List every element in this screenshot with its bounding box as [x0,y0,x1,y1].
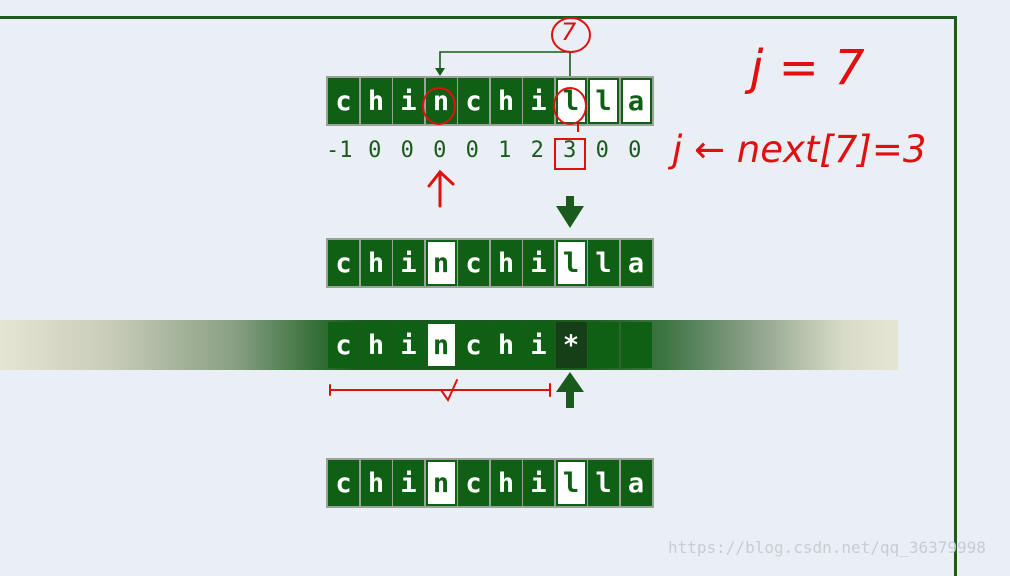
pattern-cell: h [490,78,522,124]
pattern-cell: i [523,78,554,124]
pattern-row-shifted: c h i n c h i l l a [326,238,654,288]
circled-number-seven: 7 [561,18,577,46]
text-cell: h [360,322,392,368]
pattern-cell: h [360,460,392,506]
pattern-cell-highlighted: l [588,78,619,124]
pattern-cell-highlighted: n [425,460,457,506]
pattern-cell: i [523,240,554,286]
text-cell: c [458,322,489,368]
down-arrow [556,196,584,228]
pattern-cell-highlighted: l [555,78,587,124]
handwritten-j-equals: j = 7 [750,40,865,96]
pattern-cell: h [360,240,392,286]
text-row: c h i n c h i * [326,320,654,370]
red-circle-seven [551,17,591,53]
text-cell: i [393,322,424,368]
next-value: 0 [368,138,382,163]
pattern-cell-highlighted: n [425,240,457,286]
pattern-cell: c [328,460,359,506]
next-value: -1 [326,138,353,163]
red-circle-n [422,87,456,125]
up-arrow [556,372,584,408]
pattern-cell: i [393,460,424,506]
pattern-cell: h [490,240,522,286]
red-box-three [554,138,586,170]
next-value: 0 [400,138,414,163]
next-value: 2 [530,138,544,163]
pattern-row-top: c h i n c h i l l a [326,76,654,126]
pattern-cell: i [523,460,554,506]
pattern-cell: l [588,460,619,506]
pattern-cell: i [393,240,424,286]
pattern-cell: a [620,240,652,286]
next-value: 0 [465,138,479,163]
watermark: https://blog.csdn.net/qq_36379998 [668,538,986,557]
pattern-cell-highlighted: l [555,240,587,286]
next-value: 3 [563,138,577,163]
pattern-cell: i [393,78,424,124]
next-value: 1 [498,138,512,163]
pattern-cell: h [360,78,392,124]
text-cell [588,322,619,368]
red-up-arrow [427,169,455,208]
next-value: 0 [628,138,642,163]
pattern-cell: c [328,78,359,124]
pattern-cell-highlighted: a [620,78,652,124]
pattern-cell: l [588,240,619,286]
text-cell: h [490,322,522,368]
slide-frame [0,16,957,576]
red-bracket-check [329,379,551,403]
next-value: 0 [595,138,609,163]
pattern-cell-highlighted: l [555,460,587,506]
jump-arrow-head [435,68,445,76]
pattern-cell: c [458,240,489,286]
pattern-cell: a [620,460,652,506]
pattern-cell: c [328,240,359,286]
pattern-cell: h [490,460,522,506]
pattern-cell: c [458,78,489,124]
mismatch-cell: * [555,322,587,368]
red-circle-l [553,87,587,125]
pattern-cell: c [458,460,489,506]
handwritten-j-assignment: j ← next[7]=3 [672,128,927,171]
text-cell: c [328,322,359,368]
text-cell: i [523,322,554,368]
next-value: 0 [433,138,447,163]
text-cell [620,322,652,368]
pattern-row-bottom: c h i n c h i l l a [326,458,654,508]
jump-arrow [439,51,571,76]
next-array-row: -1 0 0 0 0 1 2 3 0 0 [326,138,651,163]
text-cell-highlighted: n [425,322,457,368]
